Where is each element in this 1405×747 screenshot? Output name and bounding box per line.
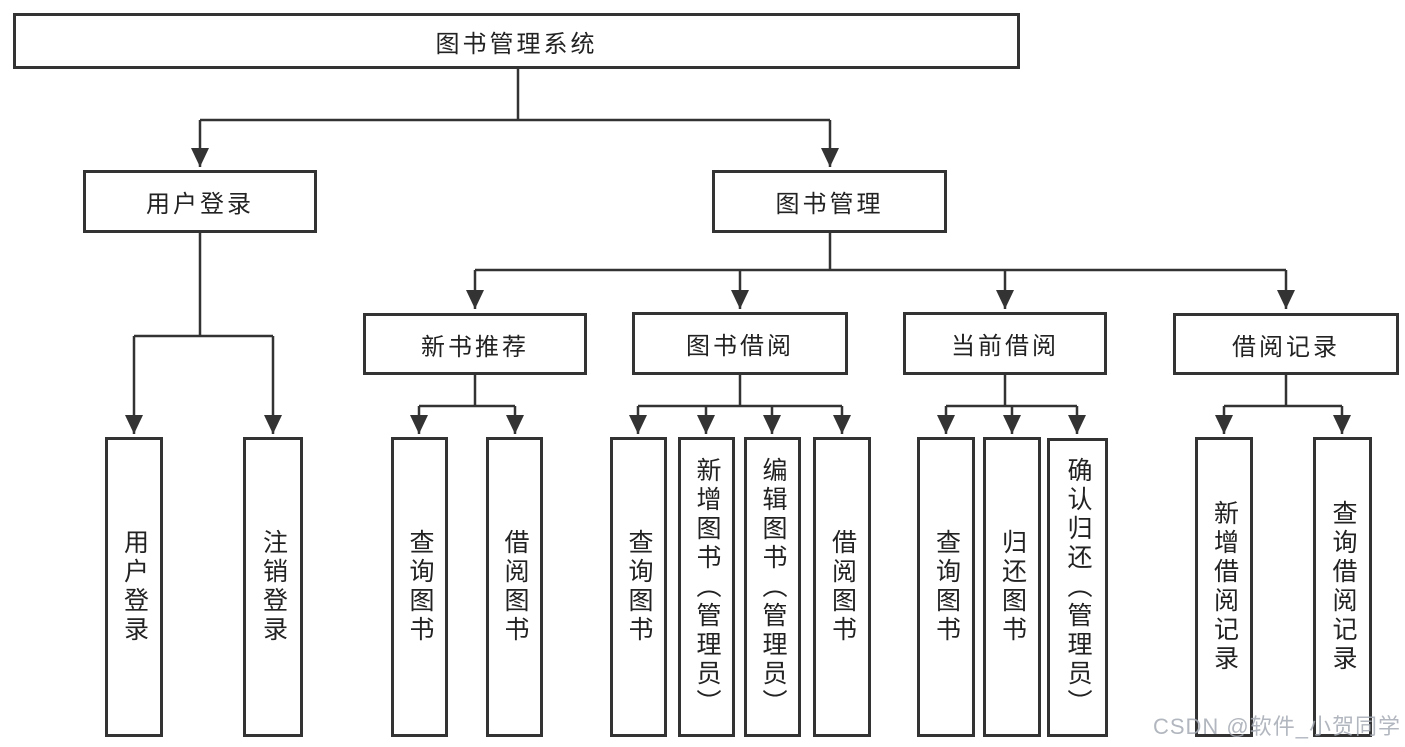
node-user-login-label: 用户登录 — [146, 191, 254, 218]
leaf-current-return-books: 归还图书 — [983, 437, 1041, 737]
leaf-borrow-add-books-admin-label: 新增图书（管理员） — [693, 456, 721, 718]
leaf-current-return-books-label: 归还图书 — [998, 529, 1027, 645]
node-book-borrowing: 图书借阅 — [632, 312, 848, 375]
leaf-recommend-query-books-label: 查询图书 — [406, 529, 434, 645]
leaf-borrow-query-books: 查询图书 — [610, 437, 667, 737]
leaf-logout: 注销登录 — [243, 437, 303, 737]
leaf-current-query-books: 查询图书 — [917, 437, 975, 737]
node-current-borrowing-label: 当前借阅 — [951, 333, 1059, 360]
leaf-borrow-edit-books-admin: 编辑图书（管理员） — [744, 437, 801, 737]
leaf-recommend-borrow-books: 借阅图书 — [486, 437, 543, 737]
node-user-login: 用户登录 — [83, 170, 317, 233]
leaf-borrow-add-books-admin: 新增图书（管理员） — [678, 437, 735, 737]
leaf-records-add-borrow-record: 新增借阅记录 — [1195, 437, 1253, 737]
leaf-logout-label: 注销登录 — [259, 529, 288, 645]
leaf-borrow-borrow-books-label: 借阅图书 — [828, 529, 857, 645]
leaf-current-query-books-label: 查询图书 — [932, 529, 961, 645]
leaf-current-confirm-return-admin: 确认归还（管理员） — [1047, 438, 1108, 737]
node-new-book-recommendation-label: 新书推荐 — [421, 333, 529, 361]
node-current-borrowing: 当前借阅 — [903, 312, 1107, 375]
leaf-recommend-borrow-books-label: 借阅图书 — [501, 529, 529, 645]
leaf-current-confirm-return-admin-label: 确认归还（管理员） — [1064, 457, 1092, 718]
node-root-label: 图书管理系统 — [435, 30, 598, 58]
node-book-management-label: 图书管理 — [775, 191, 884, 218]
node-book-borrowing-label: 图书借阅 — [686, 333, 794, 360]
leaf-borrow-edit-books-admin-label: 编辑图书（管理员） — [759, 456, 787, 718]
leaf-recommend-query-books: 查询图书 — [391, 437, 448, 737]
node-book-management: 图书管理 — [712, 170, 947, 233]
node-new-book-recommendation: 新书推荐 — [363, 313, 587, 375]
leaf-borrow-borrow-books: 借阅图书 — [813, 437, 871, 737]
csdn-watermark: CSDN @软件_小贺同学 — [1152, 714, 1401, 739]
leaf-user-login: 用户登录 — [105, 437, 163, 737]
node-borrowing-records: 借阅记录 — [1173, 313, 1399, 375]
node-root: 图书管理系统 — [13, 13, 1020, 69]
node-borrowing-records-label: 借阅记录 — [1232, 333, 1340, 361]
leaf-records-query-borrow-record-label: 查询借阅记录 — [1329, 500, 1357, 674]
leaf-records-query-borrow-record: 查询借阅记录 — [1313, 437, 1372, 737]
leaf-records-add-borrow-record-label: 新增借阅记录 — [1210, 500, 1239, 674]
leaf-user-login-label: 用户登录 — [120, 529, 149, 645]
leaf-borrow-query-books-label: 查询图书 — [625, 529, 653, 645]
